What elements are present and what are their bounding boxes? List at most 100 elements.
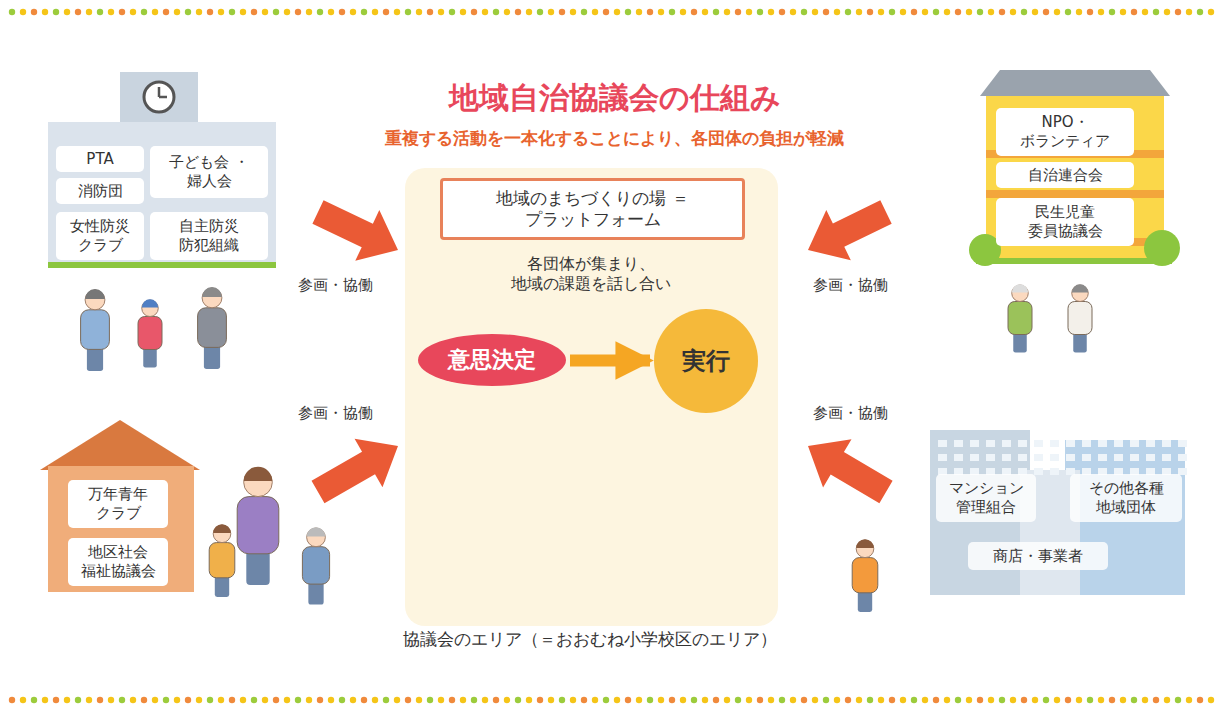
node-text: マンション 管理組合 (942, 479, 1030, 517)
hair (213, 524, 231, 533)
floor-band (986, 190, 1164, 198)
border-dot (163, 697, 169, 703)
border-dot (449, 9, 455, 15)
hair (1012, 284, 1029, 292)
border-dot (581, 9, 587, 15)
border-dot (130, 697, 136, 703)
border-dot (999, 9, 1005, 15)
head (142, 300, 159, 317)
border-dot (427, 9, 433, 15)
border-dot (97, 697, 103, 703)
border-dot (823, 9, 829, 15)
border-dot (416, 697, 422, 703)
border-dot (669, 697, 675, 703)
border-dot (317, 697, 323, 703)
border-dot (229, 9, 235, 15)
head (856, 540, 874, 558)
node-text: 地域のまちづくりの場 ＝プラットフォーム (449, 188, 736, 231)
border-dot (218, 697, 224, 703)
border-dot (482, 697, 488, 703)
border-dot (218, 9, 224, 15)
group-box: マンション 管理組合 (936, 474, 1036, 522)
border-dot (306, 9, 312, 15)
border-dot (31, 697, 37, 703)
border-dot (680, 9, 686, 15)
border-dot (867, 9, 873, 15)
border-dot (735, 697, 741, 703)
node-text: 消防団 (78, 182, 123, 201)
border-dot (878, 9, 884, 15)
window (1130, 454, 1139, 461)
border-dot (1197, 697, 1203, 703)
border-dot (383, 697, 389, 703)
person-figure (209, 524, 235, 597)
border-dot (64, 697, 70, 703)
border-dot (108, 697, 114, 703)
border-dot (955, 9, 961, 15)
hair (1072, 284, 1089, 292)
border-dot (405, 697, 411, 703)
border-dot (229, 697, 235, 703)
border-dot (482, 9, 488, 15)
border-dot (1131, 9, 1137, 15)
border-dot (273, 9, 279, 15)
border-dot (856, 697, 862, 703)
border-dot (900, 9, 906, 15)
border-dot (394, 9, 400, 15)
house (40, 420, 200, 592)
window (1066, 440, 1075, 447)
window (970, 440, 979, 447)
border-dot (405, 9, 411, 15)
border-dot (570, 9, 576, 15)
person-figure (302, 527, 329, 604)
head (307, 528, 326, 547)
border-dot (1142, 697, 1148, 703)
decision-ellipse: 意思決定 (417, 333, 567, 387)
border-dot (493, 9, 499, 15)
border-dot (240, 697, 246, 703)
border-dot (669, 9, 675, 15)
border-dot (1153, 697, 1159, 703)
building-body (48, 122, 276, 264)
border-dot (636, 9, 642, 15)
person-figure (138, 299, 162, 367)
building (1065, 440, 1185, 595)
border-dot (207, 697, 213, 703)
border-dot (1043, 9, 1049, 15)
border-dot (317, 9, 323, 15)
border-dot (647, 9, 653, 15)
node-text: 意思決定 (448, 346, 536, 374)
border-dot (955, 697, 961, 703)
border-dot (977, 9, 983, 15)
border-dot (988, 9, 994, 15)
border-dot (53, 9, 59, 15)
lawn (48, 262, 276, 268)
group-box: 消防団 (56, 178, 144, 204)
border-dot (779, 9, 785, 15)
border-dot (614, 9, 620, 15)
body (1008, 302, 1032, 335)
window (1066, 454, 1075, 461)
window (1146, 440, 1155, 447)
shape-fill (418, 334, 566, 386)
border-dot (20, 697, 26, 703)
border-dot (823, 697, 829, 703)
border-dot (1065, 697, 1071, 703)
border-dot (1142, 9, 1148, 15)
window (1178, 454, 1187, 461)
border-dot (768, 697, 774, 703)
border-dot (812, 697, 818, 703)
body (138, 317, 162, 350)
border-dot (1109, 697, 1115, 703)
border-dot (1186, 697, 1192, 703)
border-dot (592, 697, 598, 703)
city-buildings (930, 430, 1187, 595)
border-dot (515, 697, 521, 703)
border-dot (240, 9, 246, 15)
border-dot (713, 9, 719, 15)
head (1012, 285, 1029, 302)
window (1082, 454, 1091, 461)
lawn (976, 258, 1172, 264)
border-dot (295, 9, 301, 15)
border-dot (207, 9, 213, 15)
